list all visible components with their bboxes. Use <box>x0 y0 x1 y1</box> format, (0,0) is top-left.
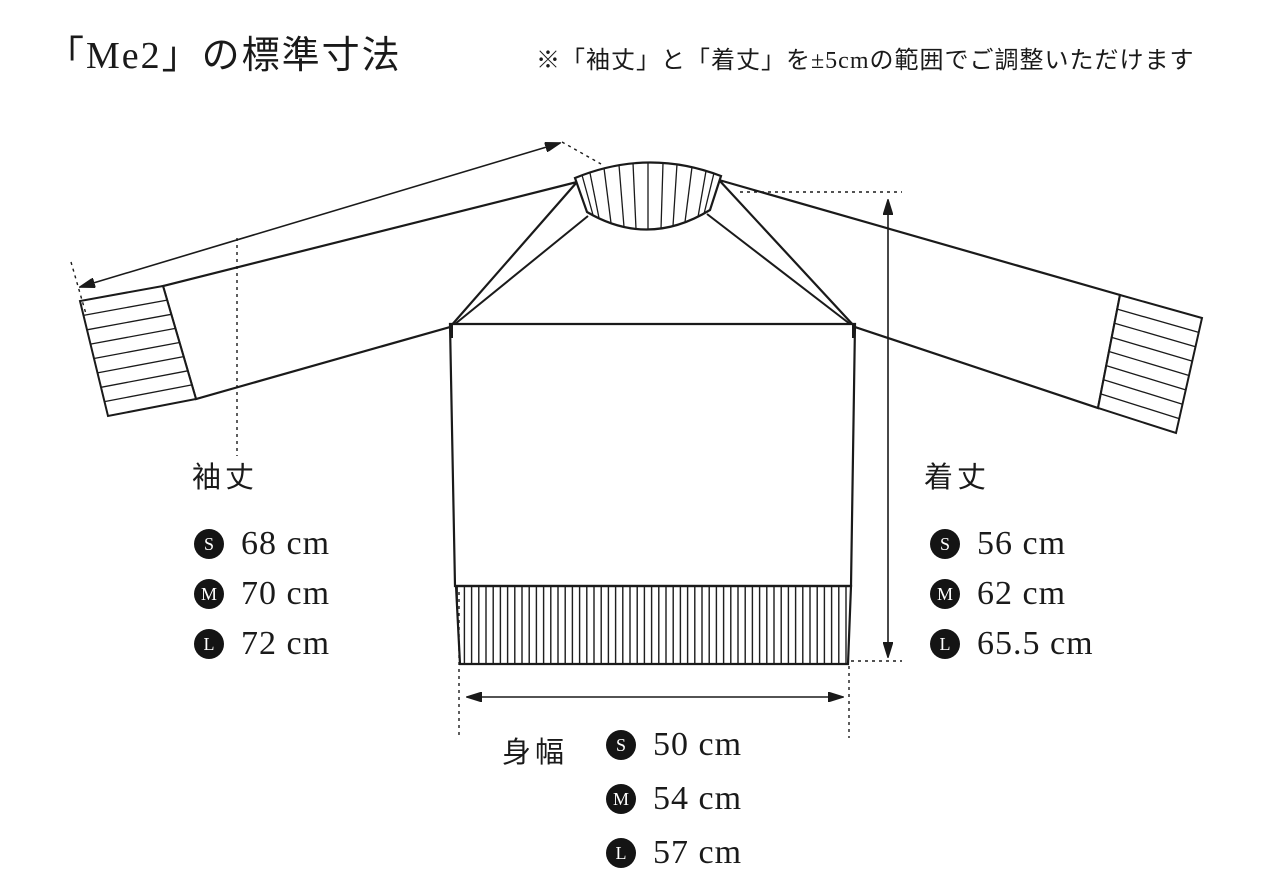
right-cuff <box>1096 293 1204 435</box>
sleeve-length-label: 袖丈 <box>192 462 259 494</box>
size-row: M 70 cm <box>194 569 330 619</box>
size-row: S 56 cm <box>930 519 1094 569</box>
hem-ribbing <box>454 584 853 666</box>
size-row: M 54 cm <box>606 772 742 826</box>
size-value: 57 cm <box>653 834 743 871</box>
collar <box>573 161 723 231</box>
left-cuff <box>78 284 198 418</box>
size-row: L 65.5 cm <box>930 619 1094 669</box>
size-badge-l: L <box>194 629 224 659</box>
size-value: 54 cm <box>653 780 743 817</box>
size-value: 62 cm <box>977 575 1067 612</box>
size-value: 56 cm <box>977 525 1067 562</box>
body-width-table: S 50 cm M 54 cm L 57 cm <box>606 718 742 880</box>
size-value: 70 cm <box>241 575 331 612</box>
page-title: 「Me2」の標準寸法 <box>46 35 402 77</box>
body-length-table: S 56 cm M 62 cm L 65.5 cm <box>930 519 1094 669</box>
size-value: 50 cm <box>653 726 743 763</box>
body-width-arrow <box>458 592 850 738</box>
size-row: M 62 cm <box>930 569 1094 619</box>
sleeve-length-table: S 68 cm M 70 cm L 72 cm <box>194 519 330 669</box>
size-badge-s: S <box>930 529 960 559</box>
size-badge-l: L <box>606 838 636 868</box>
size-value: 65.5 cm <box>977 625 1094 662</box>
size-badge-m: M <box>606 784 636 814</box>
size-row: L 72 cm <box>194 619 330 669</box>
size-row: L 57 cm <box>606 826 742 880</box>
body-width-label: 身幅 <box>502 737 569 769</box>
size-badge-m: M <box>194 579 224 609</box>
body-length-arrow <box>740 191 902 662</box>
size-badge-l: L <box>930 629 960 659</box>
body-length-label: 着丈 <box>924 462 991 494</box>
adjustment-note: ※「袖丈」と「着丈」を±5cmの範囲でご調整いただけます <box>536 48 1195 74</box>
size-row: S 50 cm <box>606 718 742 772</box>
size-row: S 68 cm <box>194 519 330 569</box>
sweater-body <box>448 213 857 588</box>
size-badge-s: S <box>194 529 224 559</box>
size-value: 68 cm <box>241 525 331 562</box>
size-badge-s: S <box>606 730 636 760</box>
size-badge-m: M <box>930 579 960 609</box>
size-value: 72 cm <box>241 625 331 662</box>
sleeve-length-arrow <box>70 141 602 456</box>
